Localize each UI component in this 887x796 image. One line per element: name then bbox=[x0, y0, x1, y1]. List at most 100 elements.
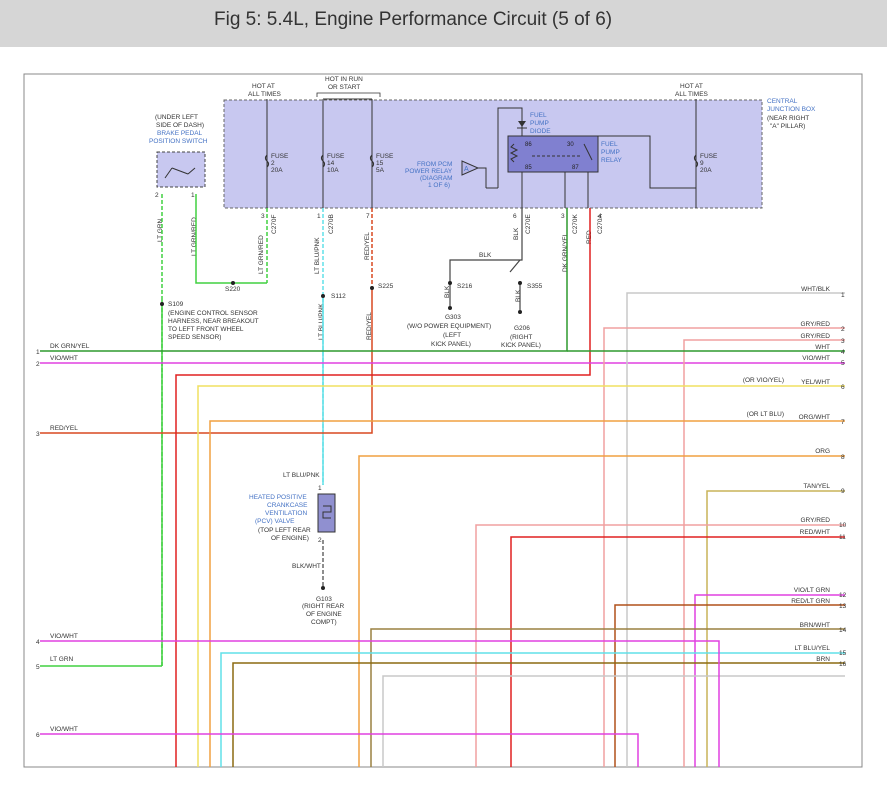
lt-grn-red-vlabel: LT GRN/RED bbox=[191, 217, 198, 256]
splice-s355-dot bbox=[518, 281, 522, 285]
relay-label-2: PUMP bbox=[601, 149, 620, 156]
cjb-label-3: (NEAR RIGHT bbox=[767, 115, 809, 122]
s109-note-2: HARNESS, NEAR BREAKOUT bbox=[168, 318, 259, 325]
splice-s220-dot bbox=[231, 281, 235, 285]
left-row-5-num: 5 bbox=[36, 664, 40, 671]
right-row-7-note: (OR LT BLU) bbox=[747, 411, 784, 418]
left-row-5-label: LT GRN bbox=[50, 656, 74, 663]
fuse-14-num: 14 bbox=[327, 160, 335, 167]
left-row-2-num: 2 bbox=[36, 361, 40, 368]
brake-pedal-switch-box bbox=[156, 151, 206, 188]
c270k-pin: 3 bbox=[561, 213, 565, 220]
g103-note-1: (RIGHT REAR bbox=[302, 603, 344, 610]
pcv-heater-icon bbox=[322, 505, 332, 519]
relay-pin-87: 87 bbox=[572, 165, 579, 171]
right-row-12-num: 12 bbox=[839, 592, 847, 599]
fuel-pump-relay-box bbox=[507, 135, 599, 173]
brake-switch-label-1: (UNDER LEFT bbox=[155, 114, 198, 121]
fuse-9-num: 9 bbox=[700, 160, 704, 167]
g303-note-3: KICK PANEL) bbox=[431, 341, 471, 348]
splice-s112-dot bbox=[321, 294, 325, 298]
right-row-9-num: 9 bbox=[841, 488, 845, 495]
c270e-pin: 6 bbox=[513, 213, 517, 220]
g206-note-2: KICK PANEL) bbox=[501, 342, 541, 349]
pcv-valve-box bbox=[317, 493, 336, 533]
relay-pin-85: 85 bbox=[525, 165, 532, 171]
g206-note-1: (RIGHT bbox=[510, 334, 532, 341]
c270f-pin: 3 bbox=[261, 213, 265, 220]
figure-title: Fig 5: 5.4L, Engine Performance Circuit … bbox=[214, 9, 613, 30]
from-pcm-1: FROM PCM bbox=[417, 161, 452, 168]
hot-all-times-2-a: HOT AT bbox=[680, 83, 703, 90]
fuse-2-amp: 20A bbox=[271, 167, 283, 174]
dk-grn-yel-vlabel: DK GRN/YEL bbox=[562, 232, 569, 272]
splice-s112: S112 bbox=[331, 293, 346, 300]
lt-blu-pnk-vlabel-2: LT BLU/PNK bbox=[318, 303, 325, 340]
from-pcm-2: POWER RELAY bbox=[405, 168, 453, 175]
blk-wht-label: BLK/WHT bbox=[292, 563, 321, 570]
c270b-pin: 1 bbox=[317, 213, 321, 220]
lt-grn-red-vlabel-2: LT GRN/RED bbox=[258, 235, 265, 274]
right-row-14-num: 14 bbox=[839, 627, 847, 634]
right-row-6-note: (OR VIO/YEL) bbox=[743, 377, 784, 384]
left-row-6-label: VIO/WHT bbox=[50, 726, 78, 733]
right-row-9-label: TAN/YEL bbox=[803, 483, 830, 490]
c270b-label: C270B bbox=[328, 214, 335, 234]
hot-in-run-b: OR START bbox=[328, 84, 360, 91]
blk-hlabel: BLK bbox=[479, 252, 492, 259]
diode-label-2: PUMP bbox=[530, 120, 549, 127]
right-row-8-num: 8 bbox=[841, 454, 845, 461]
hot-all-times-1-b: ALL TIMES bbox=[248, 91, 282, 98]
relay-label-1: FUEL bbox=[601, 141, 618, 148]
pin-7: 7 bbox=[366, 213, 370, 220]
relay-pin-30: 30 bbox=[567, 142, 574, 148]
splice-s225-dot bbox=[370, 286, 374, 290]
cjb-label-1: CENTRAL bbox=[767, 98, 798, 105]
ground-g206-icon bbox=[518, 310, 522, 314]
right-row-7-num: 7 bbox=[841, 419, 845, 426]
brake-switch-label-4: POSITION SWITCH bbox=[149, 138, 208, 145]
pcm-arrow-icon bbox=[461, 160, 480, 176]
c270k-label: C270K bbox=[572, 213, 579, 234]
splice-s355: S355 bbox=[527, 283, 543, 290]
diode-label-3: DIODE bbox=[530, 128, 551, 135]
right-row-14-label: BRN/WHT bbox=[800, 622, 830, 629]
left-row-3-label: RED/YEL bbox=[50, 425, 78, 432]
lt-blu-pnk-vlabel: LT BLU/PNK bbox=[314, 237, 321, 274]
right-row-4-label: WHT bbox=[815, 344, 830, 351]
fuse-15-name: FUSE bbox=[376, 153, 394, 160]
g103-note-2: OF ENGINE bbox=[306, 611, 342, 618]
fuse-2-num: 2 bbox=[271, 160, 275, 167]
right-row-8-label: ORG bbox=[815, 448, 830, 455]
fuse-9-amp: 20A bbox=[700, 167, 712, 174]
right-row-12-label: VIO/LT GRN bbox=[794, 587, 831, 594]
left-row-6-num: 6 bbox=[36, 732, 40, 739]
ground-g103-icon bbox=[321, 586, 325, 590]
cjb-label-4: "A" PILLAR) bbox=[770, 123, 805, 130]
right-row-5-num: 5 bbox=[841, 360, 845, 367]
brake-pin-2: 2 bbox=[155, 192, 159, 199]
brake-switch-icon bbox=[164, 167, 196, 179]
right-row-2-label: GRY/RED bbox=[801, 321, 831, 328]
relay-coil-icon bbox=[509, 143, 519, 163]
title-bar: Fig 5: 5.4L, Engine Performance Circuit … bbox=[0, 0, 887, 47]
from-pcm-4: 1 OF 6) bbox=[428, 182, 450, 189]
fuse-14-symbol bbox=[320, 154, 326, 168]
splice-s220: S220 bbox=[225, 286, 241, 293]
left-row-2-label: VIO/WHT bbox=[50, 355, 78, 362]
pcv-pin-1: 1 bbox=[318, 485, 322, 492]
fuse-15-num: 15 bbox=[376, 160, 384, 167]
fuse-14-amp: 10A bbox=[327, 167, 339, 174]
right-row-2-num: 2 bbox=[841, 326, 845, 333]
right-row-15-label: LT BLU/YEL bbox=[794, 645, 830, 652]
right-row-10-num: 10 bbox=[839, 522, 847, 529]
ground-g303-icon bbox=[448, 306, 452, 310]
left-row-1-label: DK GRN/YEL bbox=[50, 343, 90, 350]
diode-label-1: FUEL bbox=[530, 112, 547, 119]
red-yel-vlabel-2: RED/YEL bbox=[366, 312, 373, 340]
right-row-6-label: YEL/WHT bbox=[801, 379, 830, 386]
relay-switch-icon bbox=[583, 143, 593, 161]
blk-vlabel-3: BLK bbox=[444, 285, 451, 298]
brake-switch-label-2: SIDE OF DASH) bbox=[156, 122, 204, 129]
c270e-label: C270E bbox=[525, 213, 532, 234]
